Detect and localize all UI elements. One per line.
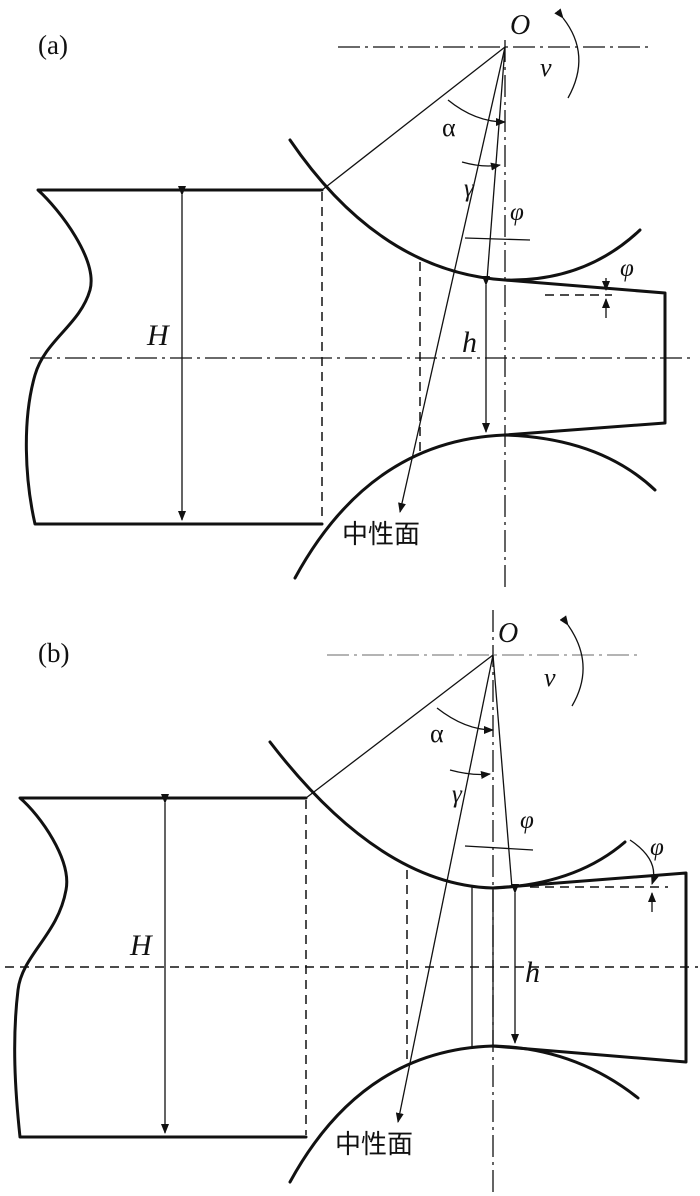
lower-roll-arc (293, 433, 657, 580)
upper-roll-arc (288, 138, 642, 282)
panel-tag-a: (a) (38, 30, 68, 60)
radius-neutral-line (395, 654, 494, 1123)
radius-exit-line (486, 46, 506, 281)
H-label: H (146, 319, 171, 352)
gamma-label: γ (464, 175, 475, 202)
phi-top-label: φ (520, 807, 534, 834)
neutral-plane-label: 中性面 (342, 520, 420, 550)
phi-top-label: φ (510, 199, 524, 226)
gamma-angle-arc (449, 769, 491, 779)
radius-exit-line (492, 654, 513, 889)
radius-entry-line (321, 46, 506, 191)
alpha-angle-arc (447, 99, 506, 126)
exit-phi-arc (629, 839, 659, 885)
gamma-angle-arc (461, 161, 501, 171)
phi-side-label: φ (620, 255, 634, 282)
workpiece-exit (491, 871, 688, 1064)
H-label: H (129, 929, 154, 962)
radius-neutral-line (398, 46, 506, 513)
rotation-arrow (559, 615, 584, 707)
phi-angle-indicator (464, 845, 534, 851)
radius-entry-line (305, 654, 494, 799)
workpiece-exit (503, 278, 667, 437)
rotation-label: v (540, 53, 552, 82)
gamma-label: γ (452, 781, 463, 808)
panel-tag-b: (b) (38, 638, 69, 668)
rotation-arrow (554, 8, 580, 99)
roll-center-label: O (510, 10, 530, 41)
workpiece-entry (13, 796, 308, 1139)
h-label: h (525, 956, 540, 989)
neutral-plane-label: 中性面 (335, 1130, 413, 1160)
upper-roll-arc (268, 740, 627, 890)
workpiece-entry (24, 188, 324, 526)
alpha-label: α (430, 719, 444, 748)
rotation-label: v (544, 663, 556, 692)
roll-center-label: O (498, 618, 518, 649)
panel-b: (b) O v α γ φ φ H h 中性面 (5, 610, 698, 1192)
phi-side-label: φ (650, 834, 664, 861)
lower-roll-arc (288, 1044, 640, 1184)
h-label: h (462, 326, 477, 359)
panel-a: (a) O v α γ φ φ H h 中性面 (24, 8, 695, 590)
phi-angle-indicator (464, 237, 531, 241)
alpha-label: α (442, 113, 456, 142)
alpha-angle-arc (436, 707, 494, 734)
